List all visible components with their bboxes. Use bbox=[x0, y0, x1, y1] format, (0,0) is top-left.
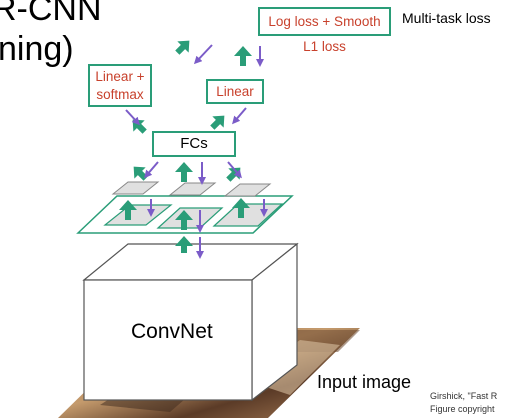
citation-line1: Girshick, "Fast R bbox=[430, 391, 498, 401]
loss-box: Log loss + Smooth L1 loss bbox=[258, 7, 391, 54]
loss-label: Log loss + Smooth L1 loss bbox=[268, 14, 381, 54]
backward-arrows bbox=[125, 44, 268, 259]
linear-softmax-label-line1: Linear + bbox=[95, 69, 145, 84]
citation-line2: Figure copyright bbox=[430, 404, 495, 414]
linear-softmax-box: Linear + softmax bbox=[88, 64, 152, 107]
fcs-box: FCs bbox=[152, 131, 236, 157]
convnet-block bbox=[82, 242, 299, 402]
roi-pooled-features bbox=[111, 181, 272, 197]
linear-box: Linear bbox=[206, 79, 264, 104]
fcs-label: FCs bbox=[180, 135, 208, 152]
convnet-label: ConvNet bbox=[131, 320, 213, 343]
title-fragment-top: R-CNN bbox=[0, 0, 102, 28]
linear-label: Linear bbox=[216, 84, 254, 99]
multitask-loss-label: Multi-task loss bbox=[402, 10, 491, 26]
title-fragment-bottom: ning) bbox=[0, 30, 74, 68]
input-image-label: Input image bbox=[317, 372, 412, 392]
linear-softmax-label-line2: softmax bbox=[96, 87, 144, 102]
